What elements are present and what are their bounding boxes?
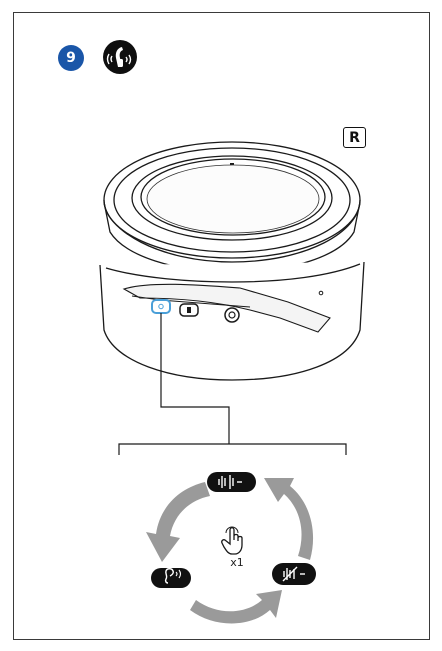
- cycle-arrow-bottom: [190, 590, 282, 624]
- function-button[interactable]: [151, 299, 171, 314]
- tap-hand-icon: [221, 526, 243, 555]
- step-number-badge: 9: [58, 45, 84, 71]
- voice-waveform-icon: [207, 472, 256, 492]
- right-side-indicator: R: [343, 127, 366, 148]
- status-led: [318, 290, 324, 296]
- headset-sound-icon: [103, 40, 137, 74]
- noise-cancel-off-icon: [272, 563, 316, 585]
- cycle-arrows: [146, 478, 314, 624]
- cycle-arrow-right: [264, 478, 314, 560]
- leader-line: [160, 313, 230, 444]
- cycle-arrow-left: [146, 482, 210, 562]
- instruction-panel: [13, 12, 430, 640]
- tap-count-label: x1: [230, 556, 244, 569]
- hearing-icon: [151, 568, 191, 588]
- bracket: [118, 443, 347, 455]
